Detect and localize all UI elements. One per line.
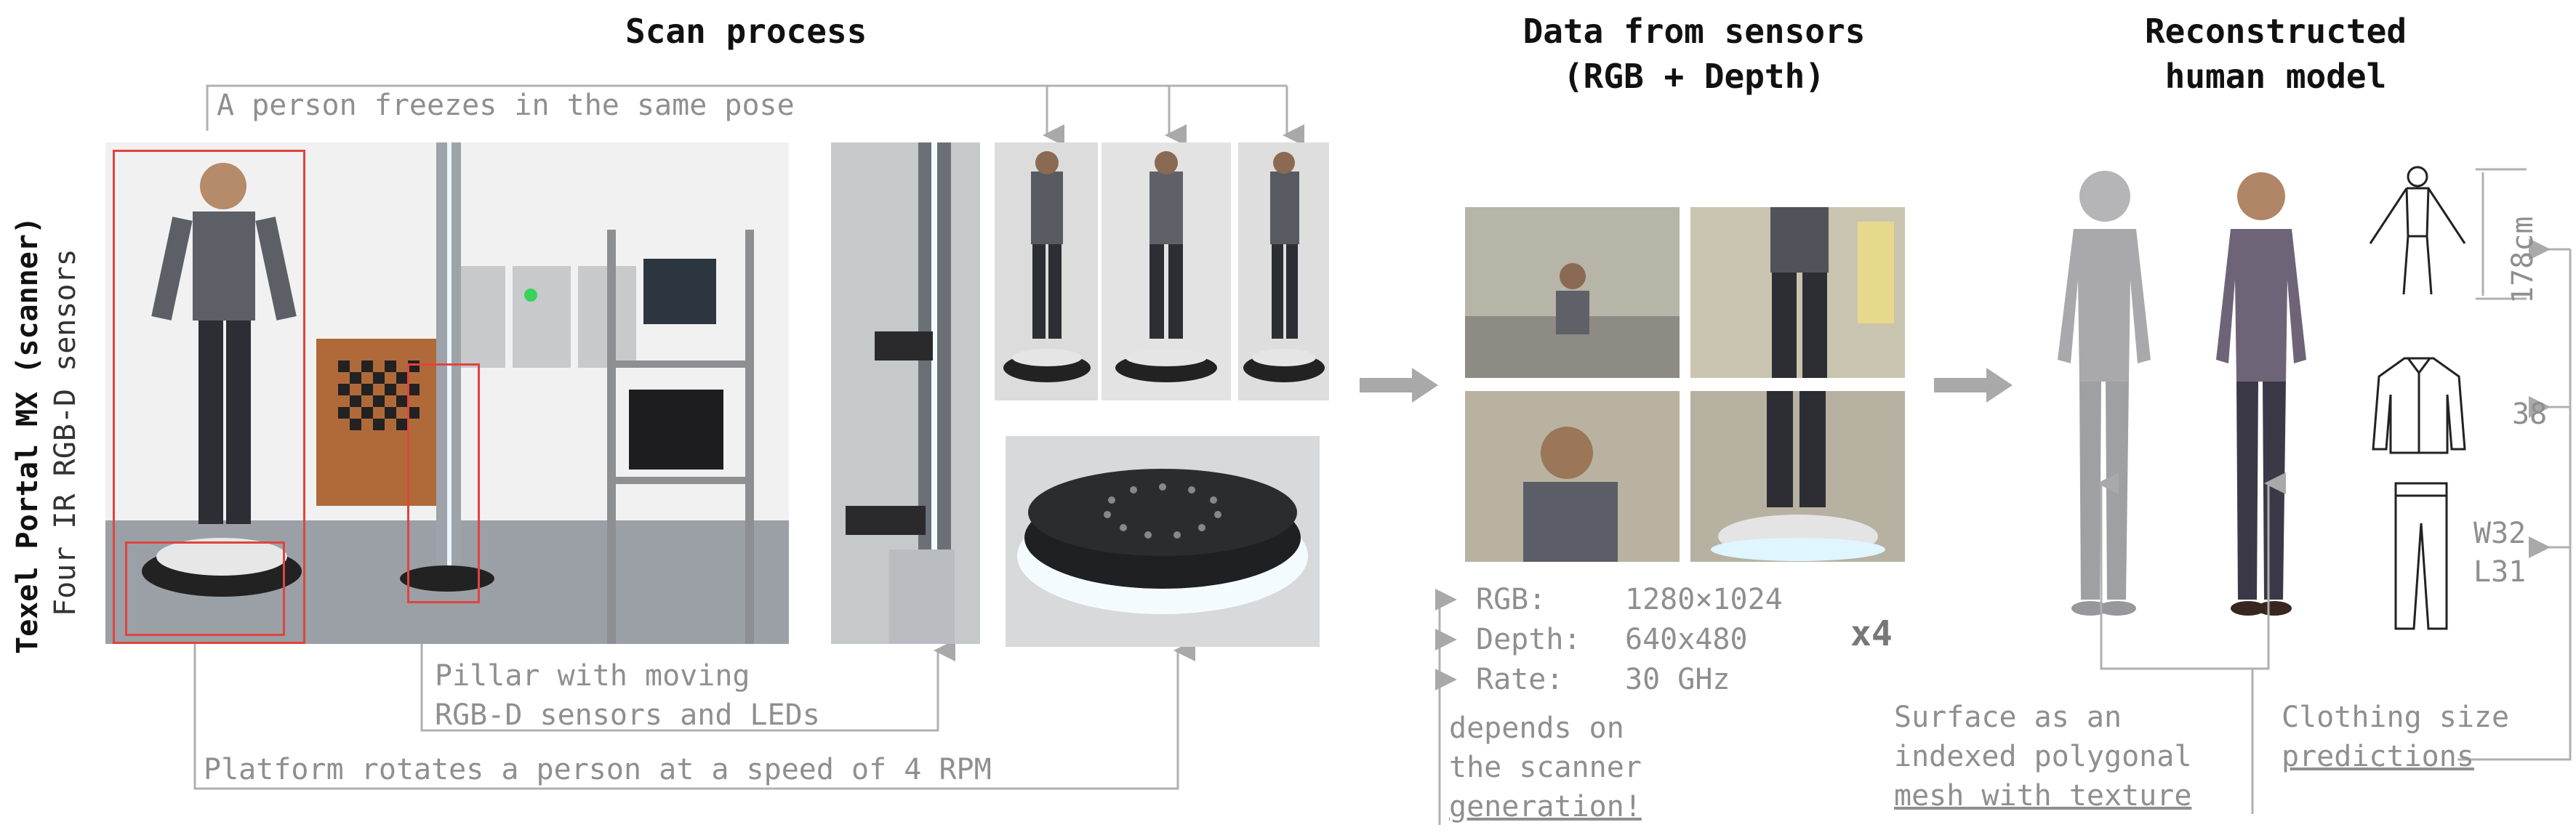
- model-brackets: [2097, 168, 2572, 814]
- sensor-spec-brackets: [1435, 589, 1457, 825]
- pillar-label: Pillar with moving RGB-D sensors and LED…: [435, 656, 820, 735]
- spec-depth: Depth: 640x480: [1476, 620, 1748, 659]
- arrow-to-model: [1934, 368, 2013, 403]
- sensor-view-1: [1465, 207, 1680, 378]
- clothing-note: Clothing size predictions: [2282, 698, 2509, 776]
- spec-rgb-key: RGB:: [1476, 583, 1546, 616]
- spec-rate: Rate: 30 GHz: [1476, 660, 1730, 699]
- pose-photo-2: [1102, 142, 1231, 400]
- body-silhouette-icon: [2369, 166, 2466, 295]
- person-highlight-box: [113, 150, 305, 644]
- spec-rate-value: 30 GHz: [1625, 663, 1730, 696]
- sensor-view-3: [1465, 391, 1680, 562]
- spec-rgb: RGB: 1280×1024: [1476, 580, 1783, 619]
- multiplier-label: x4: [1850, 613, 1893, 654]
- shirt-size-label: 38: [2512, 398, 2548, 431]
- arrow-to-sensors: [1360, 368, 1438, 403]
- length-size-label: L31: [2473, 555, 2527, 589]
- scan-connector-lines: [193, 84, 1304, 790]
- freeze-pose-label: A person freezes in the same pose: [217, 89, 795, 122]
- trousers-icon: [2394, 482, 2448, 630]
- shirt-icon: [2372, 357, 2466, 454]
- pose-photo-3: [1238, 142, 1329, 400]
- heading-reconstructed-line1: Reconstructed: [2144, 12, 2407, 51]
- spec-rate-key: Rate:: [1476, 663, 1564, 696]
- pillar-label-line2: RGB-D sensors and LEDs: [435, 698, 820, 732]
- mesh-note-line2: indexed polygonal: [1894, 740, 2192, 773]
- sensor-view-4: [1690, 391, 1905, 562]
- generation-note-line2: the scanner: [1449, 751, 1642, 784]
- pose-photo-1: [995, 142, 1098, 400]
- mesh-note-line1: Surface as an: [1894, 701, 2122, 734]
- heading-data-line2: (RGB + Depth): [1562, 57, 1826, 96]
- heading-data-line1: Data from sensors: [1522, 12, 1866, 51]
- platform-label: Platform rotates a person at a speed of …: [204, 753, 992, 786]
- generation-note-line1: depends on: [1449, 712, 1624, 745]
- mesh-note: Surface as an indexed polygonal mesh wit…: [1894, 698, 2191, 815]
- spec-depth-value: 640x480: [1625, 623, 1748, 656]
- clothing-note-line2: predictions: [2282, 740, 2474, 773]
- scanner-room-photo: [105, 142, 789, 644]
- heading-reconstructed: Reconstructed human model: [2072, 9, 2479, 99]
- spec-rgb-value: 1280×1024: [1625, 583, 1783, 616]
- platform-highlight-box: [125, 541, 285, 636]
- heading-reconstructed-line2: human model: [2164, 57, 2387, 96]
- pillar-highlight-box: [407, 363, 480, 603]
- mesh-note-line3: mesh with texture: [1894, 779, 2192, 813]
- generation-note-line3: generation!: [1449, 790, 1642, 823]
- waist-size-label: W32: [2473, 517, 2527, 550]
- pillar-label-line1: Pillar with moving: [435, 659, 750, 693]
- generation-note: depends on the scanner generation!: [1449, 709, 1642, 826]
- height-label: 178cm: [2506, 216, 2540, 304]
- spec-depth-key: Depth:: [1476, 623, 1581, 656]
- heading-scan-process: Scan process: [625, 12, 867, 51]
- clothing-note-line1: Clothing size: [2282, 701, 2510, 734]
- heading-data-from-sensors: Data from sensors (RGB + Depth): [1483, 9, 1905, 99]
- pillar-closeup-photo: [831, 142, 980, 644]
- sensor-view-2: [1690, 207, 1905, 378]
- platform-photo: [1006, 436, 1320, 647]
